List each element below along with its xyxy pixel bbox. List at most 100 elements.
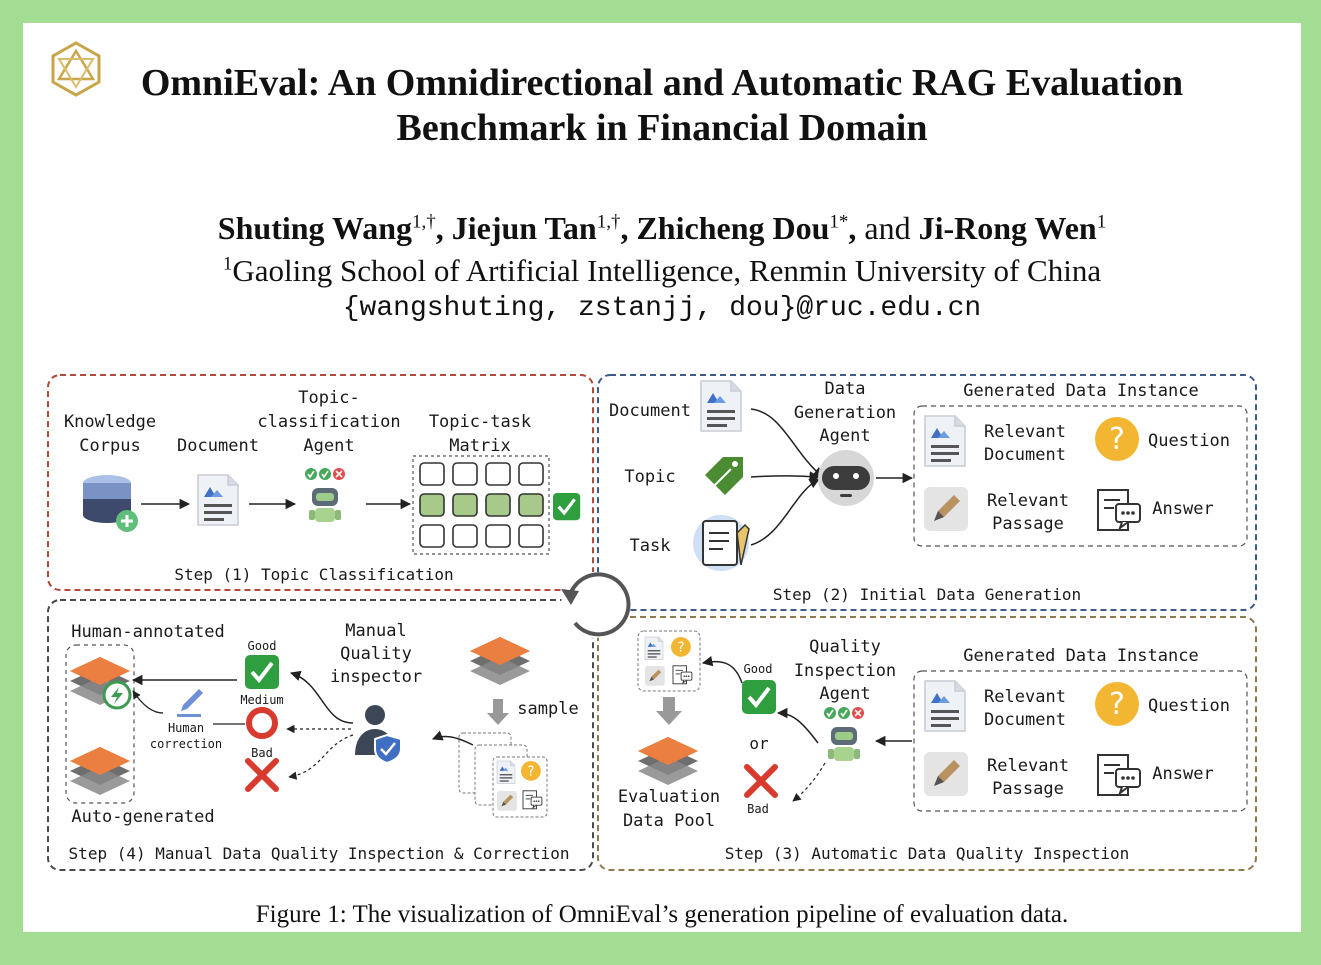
step1-panel: Knowledge Corpus Document Topic- classif… xyxy=(47,374,594,591)
quality-agent-label: Inspection xyxy=(794,661,896,681)
figure-caption: Figure 1: The visualization of OmniEval’… xyxy=(255,901,1069,928)
good-label: Good xyxy=(248,639,277,653)
generation-agent-robot-icon xyxy=(818,450,874,506)
arrow xyxy=(288,734,354,780)
arrow xyxy=(792,762,826,802)
pipeline-figure: ? Knowledge Corpus Document Topic- class… xyxy=(47,374,1257,871)
and-word: and xyxy=(864,210,911,246)
knowledge-corpus-label: Corpus xyxy=(79,436,140,456)
human-correction-label: correction xyxy=(150,737,222,751)
good-check-icon xyxy=(740,678,778,716)
document-label: Document xyxy=(177,436,259,456)
author-emails: {wangshuting, zstanjj, dou}@ruc.edu.cn xyxy=(342,293,982,324)
bad-x-icon xyxy=(747,767,775,795)
evaluation-pool-icon xyxy=(638,737,698,785)
author-sup: 1,† xyxy=(411,211,436,233)
step2-caption: Step (2) Initial Data Generation xyxy=(773,585,1081,604)
document-icon xyxy=(197,474,239,526)
generation-agent-label: Agent xyxy=(819,426,870,446)
evaluation-pool-label: Data Pool xyxy=(623,811,715,831)
input-topic-label: Topic xyxy=(624,467,675,487)
question-label: Question xyxy=(1148,696,1230,716)
answer-icon xyxy=(1097,489,1141,531)
or-label: or xyxy=(749,734,769,753)
topic-agent-label: Topic- xyxy=(298,388,359,408)
author-sup: 1,† xyxy=(596,211,621,233)
instance-mini-icon xyxy=(637,630,701,692)
relevant-document-label: Document xyxy=(984,445,1066,465)
relevant-passage-label: Relevant xyxy=(987,491,1069,511)
sample-label: sample xyxy=(517,699,578,719)
medium-label: Medium xyxy=(240,693,283,707)
input-task-label: Task xyxy=(630,536,671,556)
data-stack-icon xyxy=(70,747,130,795)
step1-caption: Step (1) Topic Classification xyxy=(174,565,453,584)
answer-label: Answer xyxy=(1152,764,1213,784)
title-line-1: OmniEval: An Omnidirectional and Automat… xyxy=(140,62,1184,104)
pencil-icon xyxy=(924,752,968,796)
omnieval-logo-icon xyxy=(51,41,101,97)
affiliation: 1Gaoling School of Artificial Intelligen… xyxy=(23,253,1301,289)
author-name: Shuting Wang xyxy=(217,210,412,246)
good-label: Good xyxy=(744,662,773,676)
relevant-passage-label: Passage xyxy=(992,779,1064,799)
input-document-label: Document xyxy=(609,401,691,421)
relevant-document-label: Relevant xyxy=(984,687,1066,707)
bad-label: Bad xyxy=(251,746,273,760)
author-sup: 1 xyxy=(1096,211,1107,233)
affiliation-text: Gaoling School of Artificial Intelligenc… xyxy=(232,253,1102,288)
author-separator: , xyxy=(435,210,444,246)
quality-agent-robot-icon xyxy=(823,706,865,762)
step4-border xyxy=(47,599,594,871)
title-line-2: Benchmark in Financial Domain xyxy=(396,107,928,149)
affiliation-sup: 1 xyxy=(222,253,233,275)
database-icon xyxy=(83,475,138,532)
step3-caption: Step (3) Automatic Data Quality Inspecti… xyxy=(725,844,1130,863)
data-stack-icon xyxy=(470,637,530,685)
instance-box xyxy=(913,405,1248,547)
author-separator: , xyxy=(848,210,857,246)
auto-generated-label: Auto-generated xyxy=(71,807,214,827)
paper-page: OmniEval: An Omnidirectional and Automat… xyxy=(23,23,1301,932)
bad-x-icon xyxy=(248,761,276,789)
author-name: Jiejun Tan xyxy=(451,210,597,246)
human-inspector-icon xyxy=(355,705,402,765)
author-separator: , xyxy=(620,210,629,246)
task-clipboard-icon xyxy=(693,515,750,571)
topic-task-matrix xyxy=(412,455,550,555)
human-correction-pen-icon xyxy=(177,689,203,717)
arrow xyxy=(750,408,824,478)
relevant-passage-label: Passage xyxy=(992,514,1064,534)
arrow xyxy=(132,690,164,714)
quality-agent-label: Agent xyxy=(819,684,870,704)
arrow xyxy=(750,471,821,482)
topic-agent-label: classification xyxy=(257,412,400,432)
relevant-document-icon xyxy=(924,680,966,732)
medium-circle-icon xyxy=(246,707,278,739)
down-arrow-icon xyxy=(656,697,682,725)
step1-border xyxy=(47,374,594,591)
sampled-instances-icon xyxy=(458,732,548,818)
step2-border xyxy=(597,374,1257,611)
instance-title: Generated Data Instance xyxy=(963,381,1198,401)
pool-box xyxy=(65,644,135,804)
human-annotated-label: Human-annotated xyxy=(71,622,225,642)
arrow xyxy=(776,707,819,744)
cycle-icon xyxy=(561,572,631,638)
author-sup: 1* xyxy=(829,211,849,233)
down-arrow-icon xyxy=(487,699,509,725)
generation-agent-label: Data xyxy=(825,379,866,399)
matrix-label: Topic-task xyxy=(429,412,531,432)
generation-agent-label: Generation xyxy=(794,403,896,423)
bad-label: Bad xyxy=(747,802,769,816)
question-icon xyxy=(1095,682,1139,726)
relevant-document-label: Document xyxy=(984,710,1066,730)
knowledge-corpus-label: Knowledge xyxy=(64,412,156,432)
document-icon xyxy=(700,380,742,432)
topic-agent-label: Agent xyxy=(303,436,354,456)
shield-badge-icon xyxy=(102,680,132,710)
step2-panel: Document Topic Task Data Generation Agen… xyxy=(597,374,1257,611)
paper-title: OmniEval: An Omnidirectional and Automat… xyxy=(23,61,1301,151)
instance-title: Generated Data Instance xyxy=(963,646,1198,666)
author-list: Shuting Wang1,†, Jiejun Tan1,†, Zhicheng… xyxy=(23,210,1301,247)
